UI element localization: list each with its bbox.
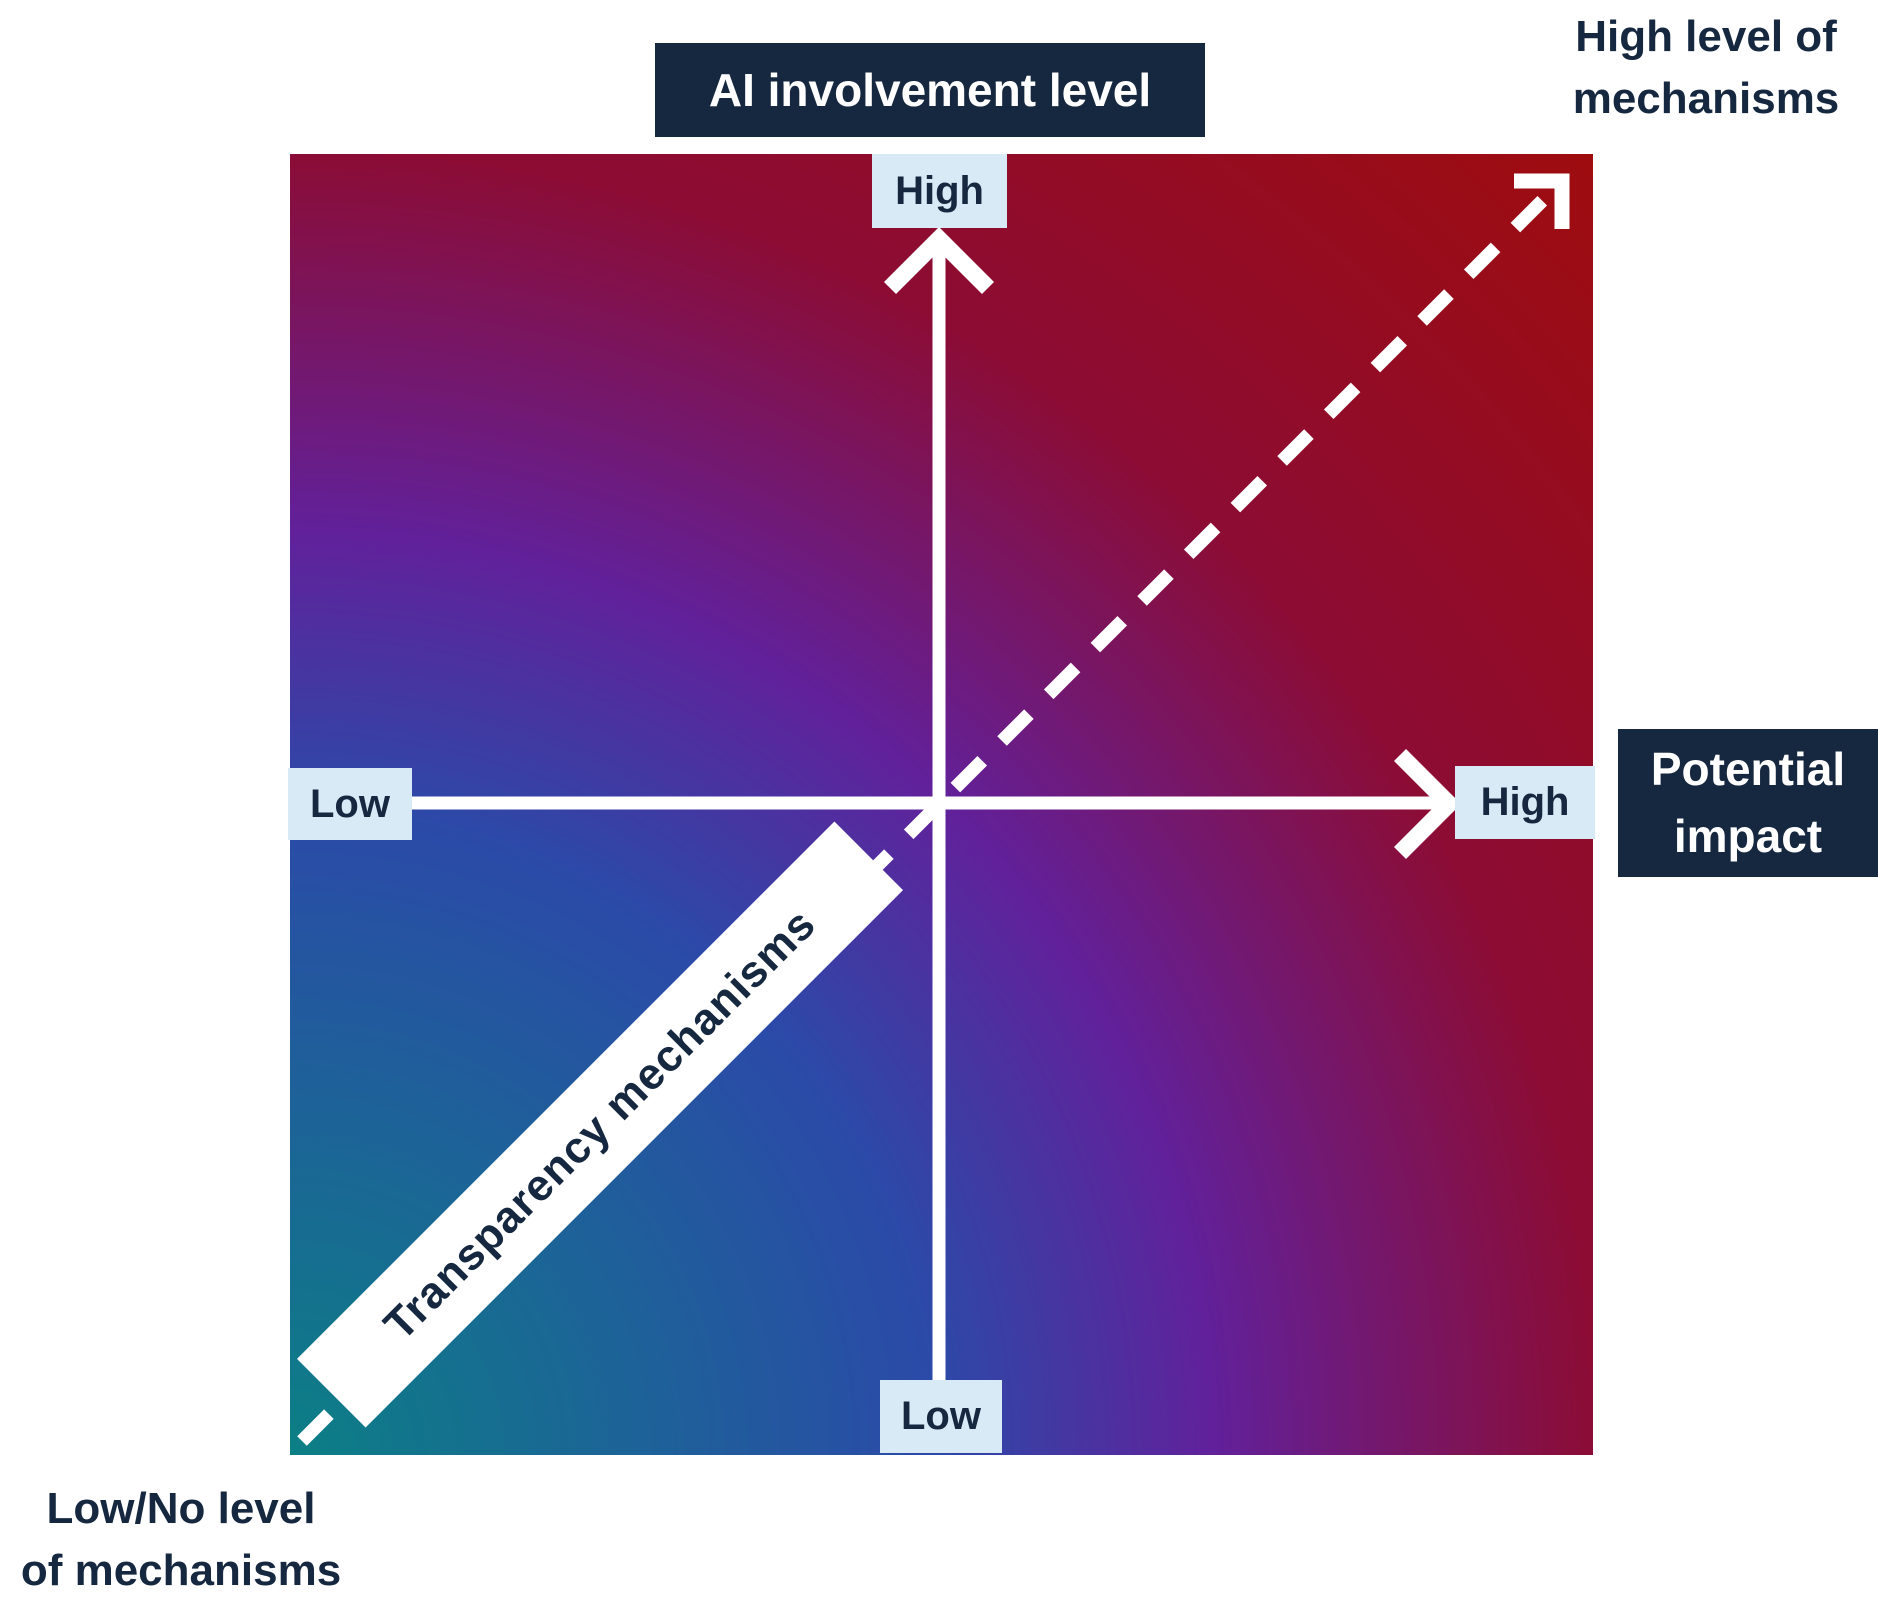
vertical-axis-low-label: Low — [901, 1394, 981, 1438]
horizontal-axis-low-label: Low — [310, 781, 390, 826]
horizontal-axis-high-tick: High — [1455, 766, 1595, 839]
high-mechanisms-line2: mechanisms — [1572, 73, 1840, 123]
vertical-axis-high-label: High — [895, 168, 984, 213]
horizontal-axis-title-line1: Potential — [1650, 743, 1846, 796]
high-mechanisms-annotation: High level of mechanisms — [1536, 6, 1876, 129]
horizontal-axis-low-tick: Low — [288, 768, 412, 840]
vertical-axis-title: AI involvement level — [708, 64, 1152, 116]
low-mechanisms-annotation: Low/No level of mechanisms — [0, 1478, 362, 1601]
horizontal-axis-high-label: High — [1480, 780, 1570, 824]
vertical-axis-low-tick: Low — [880, 1380, 1002, 1453]
vertical-axis-high-tick: High — [872, 154, 1007, 228]
vertical-axis-title-box: AI involvement level — [655, 43, 1205, 137]
low-mechanisms-line2: of mechanisms — [20, 1545, 342, 1595]
low-mechanisms-line1: Low/No level — [46, 1484, 316, 1533]
horizontal-axis-title-line2: impact — [1673, 810, 1823, 862]
horizontal-axis-title-box: Potential impact — [1618, 729, 1878, 877]
high-mechanisms-line1: High level of — [1575, 12, 1837, 61]
